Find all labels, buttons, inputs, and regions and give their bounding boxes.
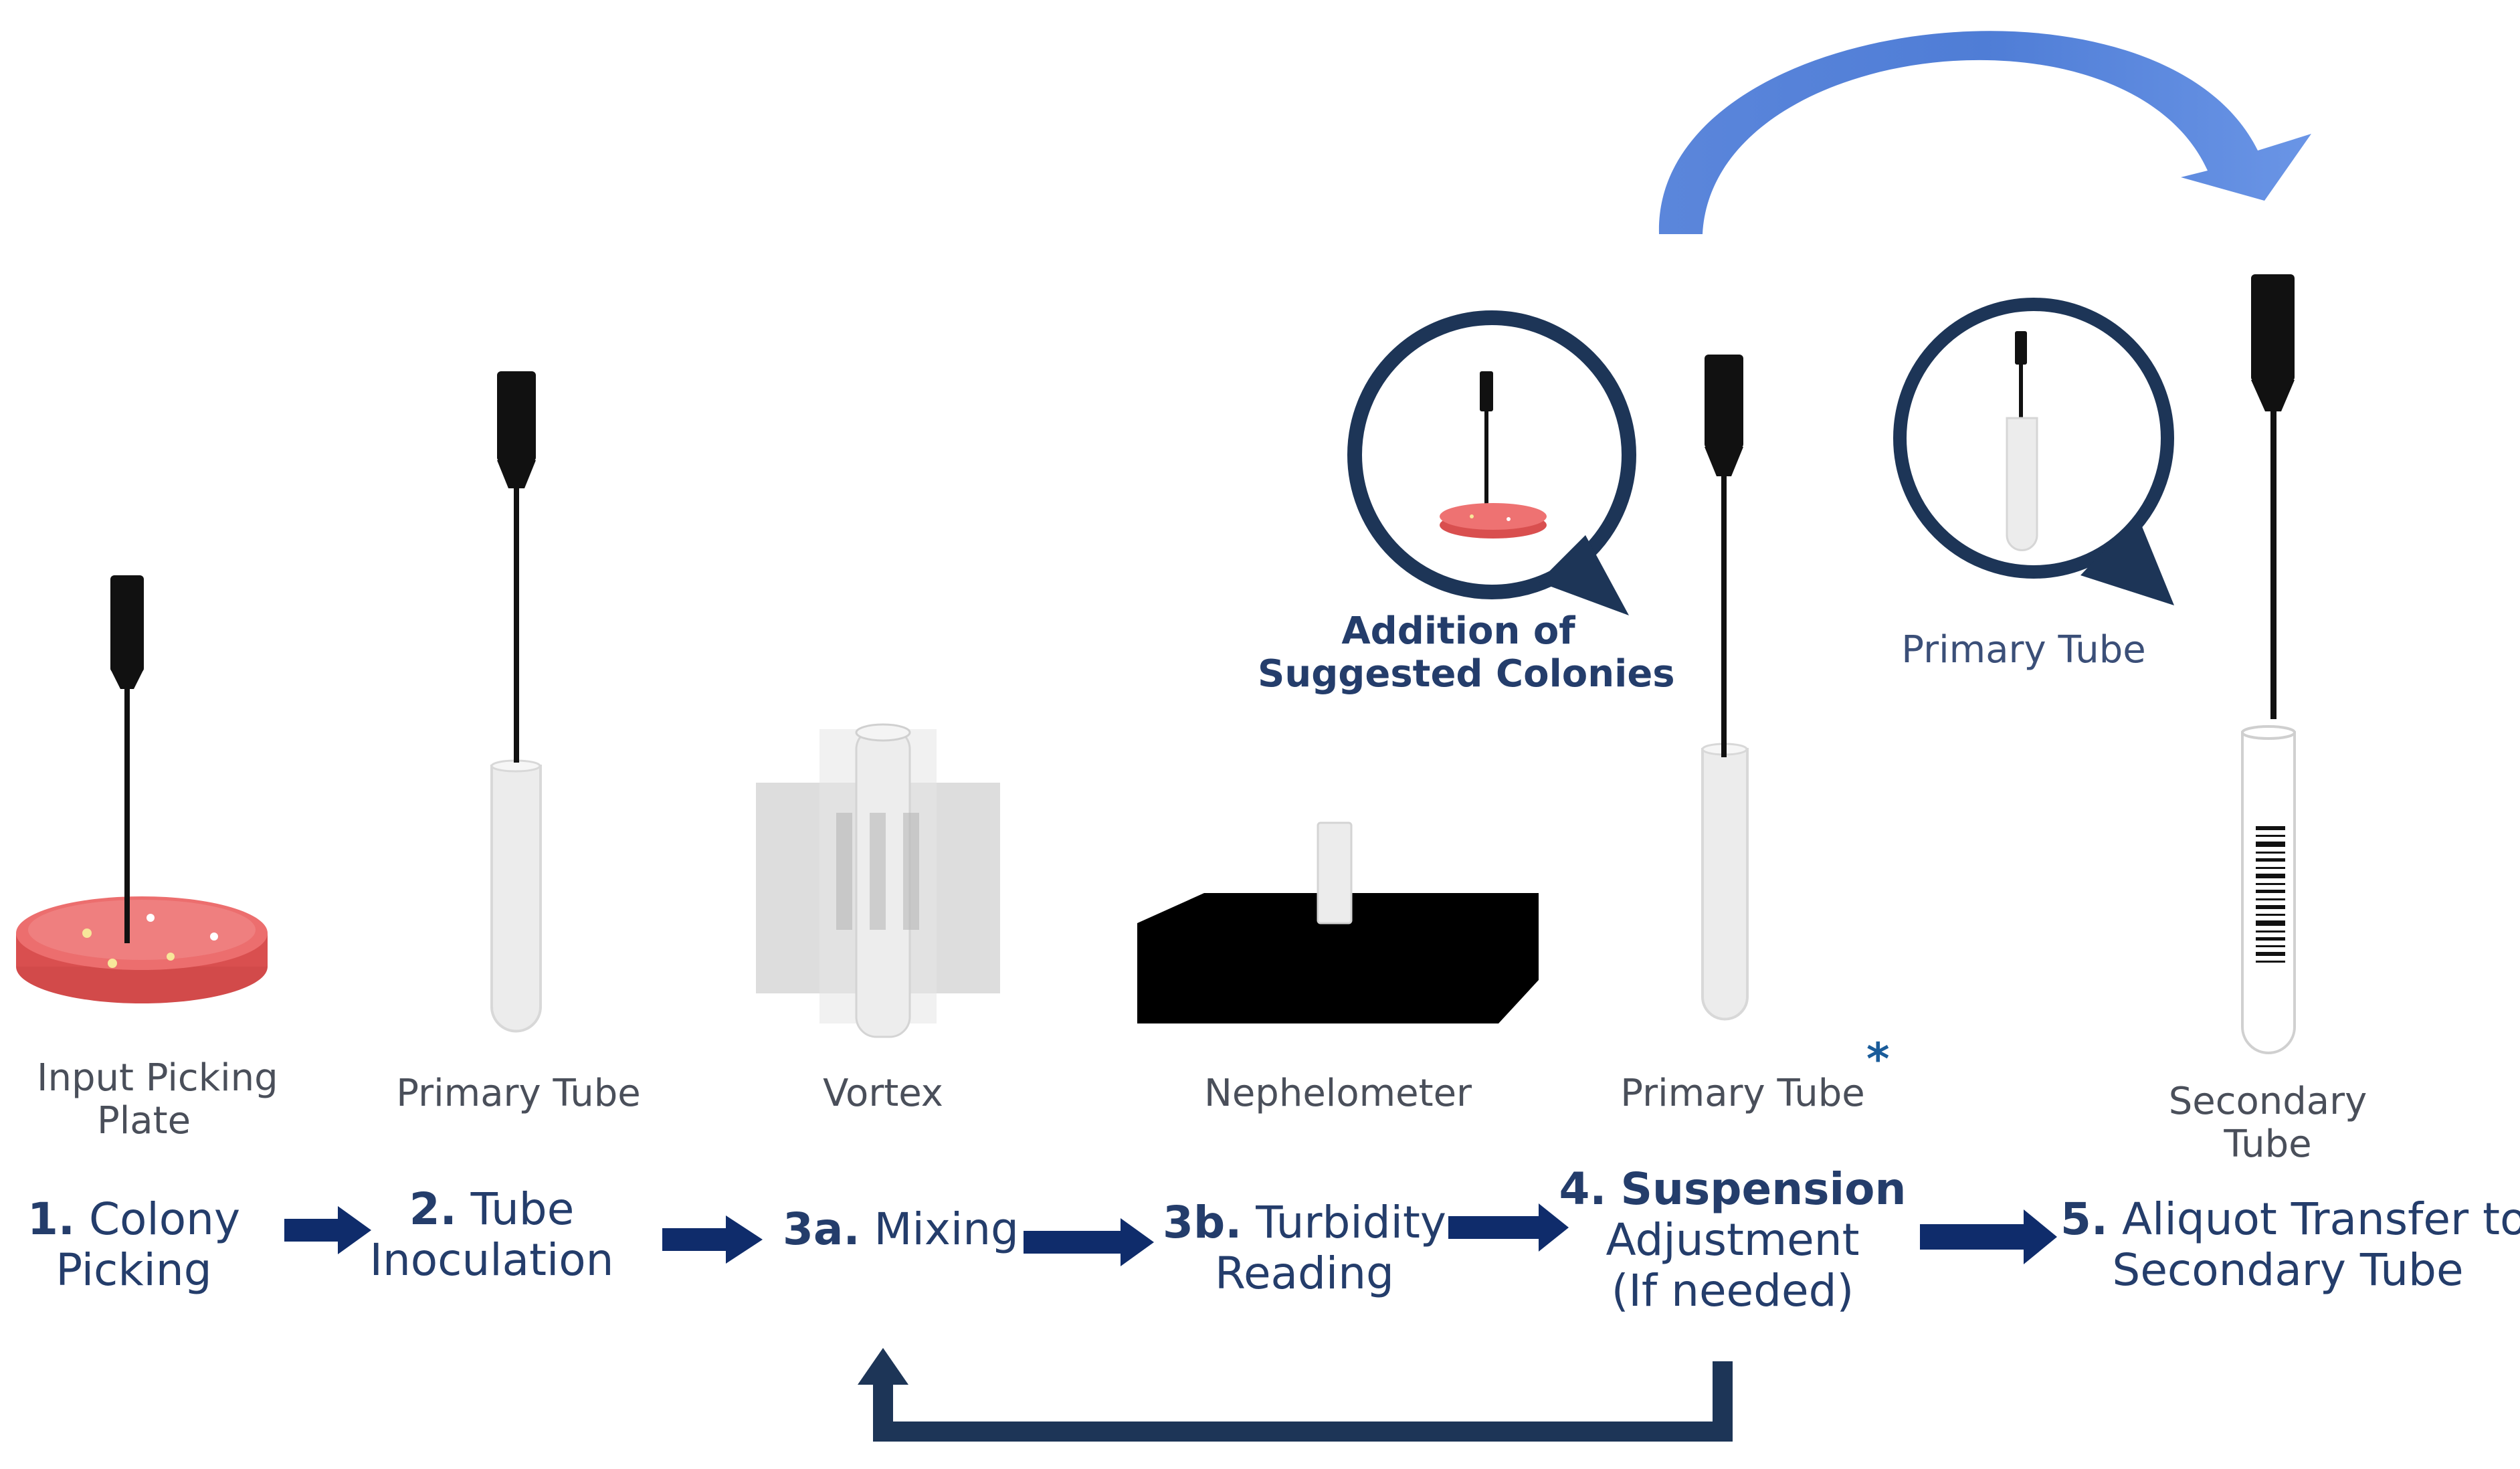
step-2-line2: Inoculation bbox=[369, 1234, 614, 1286]
step-2-line1: Tube bbox=[470, 1183, 575, 1235]
step-3b-label: 3b. Turbidity Reading bbox=[1157, 1197, 1452, 1299]
step-3b-number: 3b. bbox=[1163, 1197, 1242, 1248]
curved-transfer-arrow bbox=[1658, 31, 2311, 235]
petri-dish-icon bbox=[16, 896, 268, 1003]
step-4-label: 4. Suspension Adjustment (If needed) bbox=[1559, 1164, 1907, 1316]
flow-arrow-1-2 bbox=[284, 1206, 371, 1254]
step-4-line1: Adjustment bbox=[1606, 1213, 1860, 1266]
pipette-icon bbox=[2251, 274, 2295, 719]
step-3b-line2: Reading bbox=[1215, 1247, 1394, 1299]
input-plate-label: Input Picking Plate bbox=[37, 1056, 278, 1143]
flow-arrow-3a-3b bbox=[1024, 1218, 1154, 1266]
vortex-mixer-icon bbox=[756, 723, 1000, 1038]
bubble-addition-line2: Suggested Colonies bbox=[1258, 652, 1675, 696]
step-1-line2: Picking bbox=[56, 1244, 212, 1296]
step-3a-number: 3a. bbox=[783, 1203, 860, 1255]
magnifier-bubble-icon bbox=[1893, 298, 2174, 605]
pipette-icon bbox=[110, 575, 144, 943]
step-4-number: 4. bbox=[1559, 1163, 1607, 1215]
flow-arrow-4-5 bbox=[1920, 1209, 2057, 1264]
test-tube-icon bbox=[490, 759, 542, 1033]
step-5-number: 5. bbox=[2060, 1193, 2108, 1245]
step-4-title: Suspension bbox=[1620, 1163, 1907, 1215]
step-1-line1: Colony bbox=[88, 1193, 241, 1245]
step-3a-label: 3a. Mixing bbox=[783, 1203, 1019, 1255]
secondary-tube-label-line2: Tube bbox=[2224, 1122, 2312, 1167]
step-3a-line1: Mixing bbox=[874, 1203, 1019, 1255]
flow-arrow-2-3a bbox=[662, 1215, 763, 1264]
step-1-number: 1. bbox=[27, 1193, 75, 1245]
step-3b-line1: Turbidity bbox=[1256, 1197, 1446, 1248]
nephelometer-icon bbox=[1137, 821, 1539, 1023]
test-tube-icon bbox=[1701, 743, 1749, 1021]
primary-tube-label-1: Primary Tube bbox=[396, 1072, 641, 1115]
primary-tube-label-2: Primary Tube bbox=[1620, 1072, 1865, 1115]
bubble-primary-tube-label: Primary Tube bbox=[1901, 628, 2146, 672]
asterisk-mark: * bbox=[1866, 1034, 1890, 1085]
input-plate-label-line1: Input Picking bbox=[37, 1056, 278, 1100]
nephelometer-label: Nephelometer bbox=[1203, 1072, 1472, 1115]
pipette-icon bbox=[1705, 355, 1743, 757]
magnifier-bubble-icon bbox=[1347, 310, 1636, 615]
pipette-icon bbox=[497, 371, 536, 763]
step-1-label: 1. Colony Picking bbox=[20, 1194, 248, 1296]
step-2-label: 2. Tube Inoculation bbox=[365, 1184, 619, 1286]
bubble-addition-label: Addition of Suggested Colonies bbox=[1258, 609, 1675, 696]
step-5-line2: Secondary Tube bbox=[2112, 1244, 2464, 1296]
flow-arrow-3b-4 bbox=[1448, 1203, 1569, 1252]
step-4-line2: (If needed) bbox=[1611, 1264, 1854, 1316]
secondary-tube-label-line1: Secondary bbox=[2168, 1080, 2367, 1123]
input-plate-label-line2: Plate bbox=[96, 1099, 191, 1143]
loop-back-arrow bbox=[858, 1348, 1733, 1442]
barcode-icon bbox=[2256, 826, 2285, 963]
vortex-label: Vortex bbox=[823, 1072, 943, 1115]
step-5-line1: Aliquot Transfer to bbox=[2121, 1193, 2520, 1245]
secondary-tube-label: Secondary Tube bbox=[2161, 1080, 2375, 1167]
step-5-label: 5. Aliquot Transfer to Secondary Tube bbox=[2060, 1193, 2520, 1296]
step-2-number: 2. bbox=[409, 1183, 457, 1235]
bubble-addition-line1: Addition of bbox=[1341, 609, 1575, 653]
